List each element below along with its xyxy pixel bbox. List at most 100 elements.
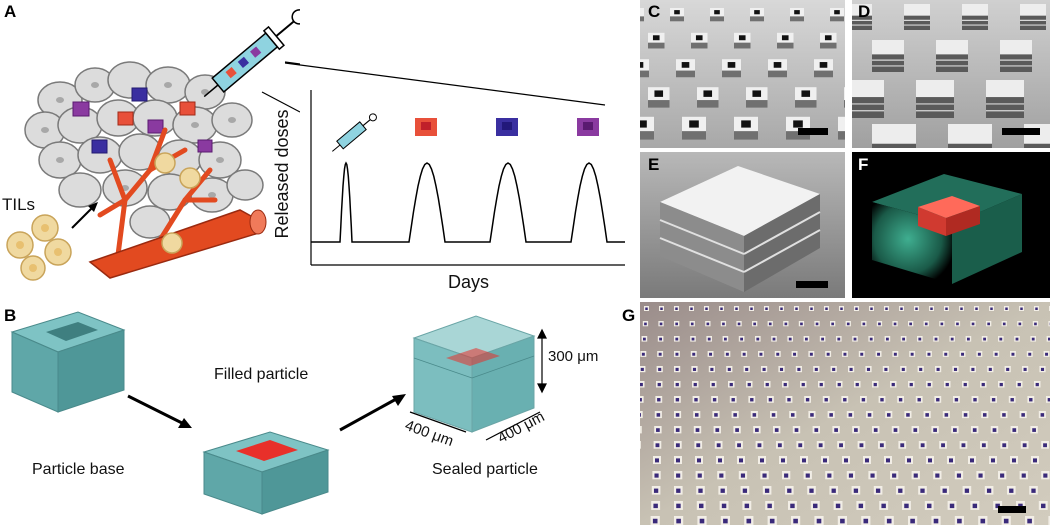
particle-g-core [675,428,680,432]
particle-g-core [1018,322,1022,326]
particle-c-side [676,70,695,78]
particle-g-core [1047,398,1050,402]
particle-g-core [837,382,841,387]
particle-g-core [961,443,966,448]
particle-c-hole [834,10,840,15]
particle-g-core [810,413,814,417]
particle-g-core [945,307,948,310]
particle-g-core [960,307,963,310]
particle-g-core [837,337,841,341]
particle-c-side [838,131,845,140]
particle-c-hole [738,35,746,41]
particle-g-core [972,428,977,432]
particle-g-core [1012,458,1016,463]
particle-g [1048,516,1050,525]
particle-d-side [872,143,916,148]
particle-g-core [944,413,949,417]
particle-g-core [697,473,702,478]
particle-g-core [902,337,905,341]
particle-g-core [898,398,903,402]
particle-g-core [657,398,661,402]
particle-g-core [711,382,715,387]
chart-xlabel: Days [448,272,490,292]
particle-g-core [970,458,974,463]
particle-c-hole [714,10,720,15]
particle-dose-icon-blue [496,118,518,136]
particle-d-side [852,15,872,30]
particle-g-core [844,458,848,463]
particle-g-core [917,398,921,402]
particle-g-core [860,352,864,356]
particle-g-core [849,367,853,371]
particle-d-side [948,143,992,148]
particle-g-core [676,488,681,493]
particle-d-side [904,15,930,30]
particle-g-core [783,382,787,387]
particle-g-core [742,352,746,356]
particle-g-core [941,443,945,448]
particle-c-side [777,42,794,49]
particle-g-core [956,473,962,478]
particle-g-core [644,322,647,326]
scale-bar-e [796,281,828,288]
particle-g-core [942,488,947,493]
particle-g-core [793,518,798,524]
particle-g-core [714,413,718,417]
particle-d [852,4,872,16]
particle-g-core [676,518,681,524]
particle-g-core [697,458,701,463]
particle-g-core [710,367,714,371]
particle-g-core [779,367,784,371]
particle-g-core [909,322,912,326]
particle-c-side [722,70,741,78]
particle-g-core [1031,488,1036,493]
particle-d-side [986,97,1024,118]
particle-g-core [823,458,827,463]
particle-d [872,40,904,55]
particle-g-core [810,307,813,310]
particle-g-core [641,352,645,356]
particle-g-core [910,518,915,524]
particle-g-core [784,322,788,326]
particle-c-side [820,42,837,49]
particle-d-side [872,54,904,72]
particle-g [1048,321,1050,327]
particle-g-core [798,443,803,448]
particle-array-c [640,8,845,140]
particle-g [640,441,641,449]
particle-g-core [1041,503,1046,509]
particle-g-core [752,413,757,417]
scale-bar-g [998,506,1026,513]
particle-c-hole [824,35,832,41]
particle-g-core [990,307,993,310]
particle-g-core [721,503,727,509]
particle-g-core [957,518,962,524]
particle-c-hole [793,120,803,128]
particle-g-core [653,503,658,509]
particle-g-core [805,473,810,478]
particle-g-core [858,503,864,509]
particle-c-hole [752,90,762,97]
particle-g-core [695,428,700,432]
syringe-icon [203,9,300,98]
particle-g-core [723,518,728,524]
particle-g-core [712,398,717,402]
particle-d [904,4,930,16]
particle-c [838,116,845,132]
stacked-particle [659,166,821,292]
particle-g-core [863,518,869,524]
particle-g-core [694,413,699,417]
particle-g-core [1040,367,1045,371]
particle-g-core [953,367,958,371]
particle-g-core [867,413,872,417]
particle-g-core [675,398,680,402]
particle-g-core [831,322,834,326]
particle-g-core [781,458,785,463]
particle-c-side [795,100,817,108]
particle-g-core [855,307,858,310]
particle-g-core [676,458,680,463]
tils-label: TILs [2,195,36,214]
particle-g-core [832,367,836,371]
particle-g-core [930,307,933,310]
particle-g [640,426,642,434]
